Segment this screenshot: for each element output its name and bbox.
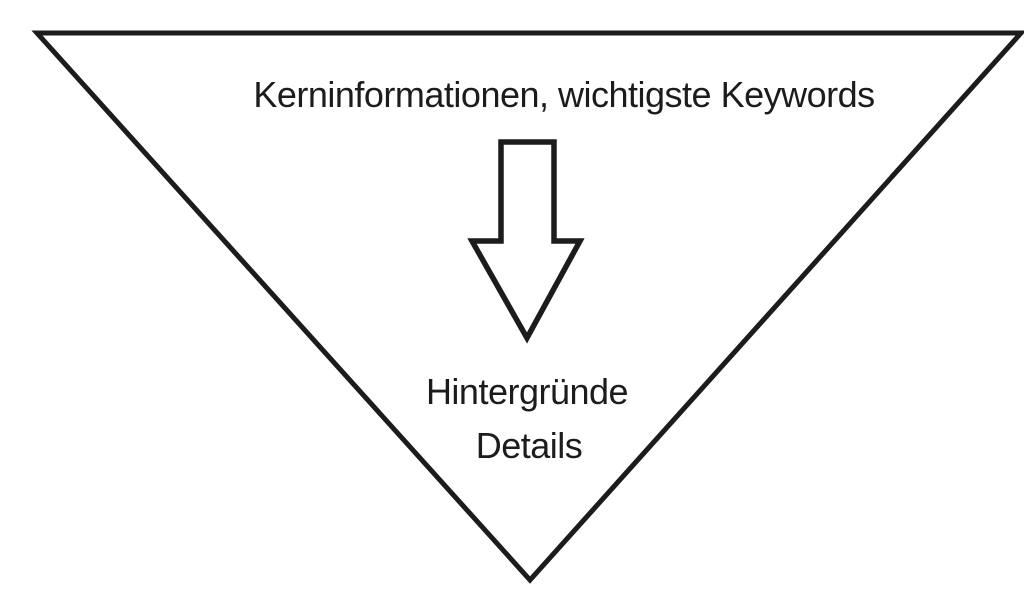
inverted-triangle-outline: [31, 30, 1024, 584]
bottom-label-hintergruende: Hintergründe: [425, 371, 629, 412]
bottom-label-details: Details: [475, 425, 583, 466]
top-label: Kerninformationen, wichtigste Keywords: [253, 74, 875, 115]
down-arrow-icon: [467, 139, 585, 344]
